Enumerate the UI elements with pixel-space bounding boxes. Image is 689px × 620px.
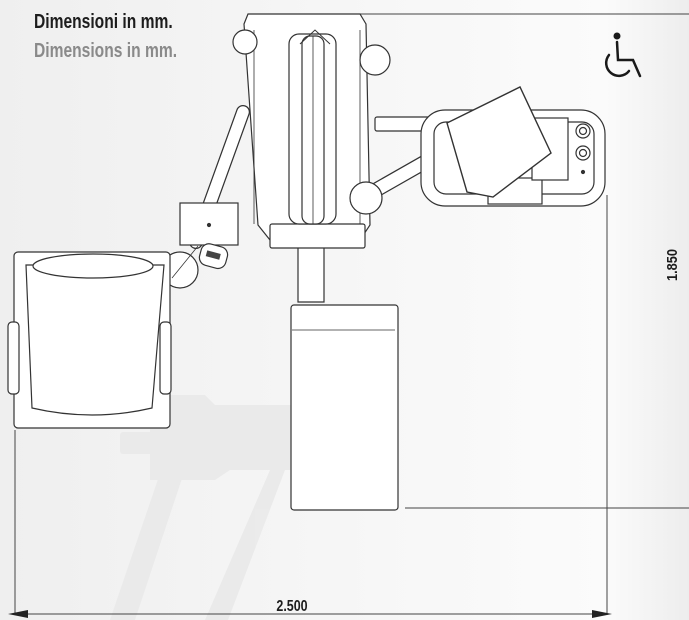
dental-chair	[161, 13, 463, 511]
title-italian: Dimensioni in mm.	[34, 11, 173, 33]
width-dimension-label: 2.500	[276, 598, 307, 616]
title-english: Dimensions in mm.	[34, 40, 178, 62]
instrument-tray	[420, 86, 606, 207]
depth-dimension-label: 1.850	[663, 249, 680, 281]
operator-stool	[7, 251, 172, 429]
wheelchair-icon	[604, 32, 642, 78]
dimension-arrows	[8, 610, 612, 618]
dimension-lines	[14, 13, 689, 615]
